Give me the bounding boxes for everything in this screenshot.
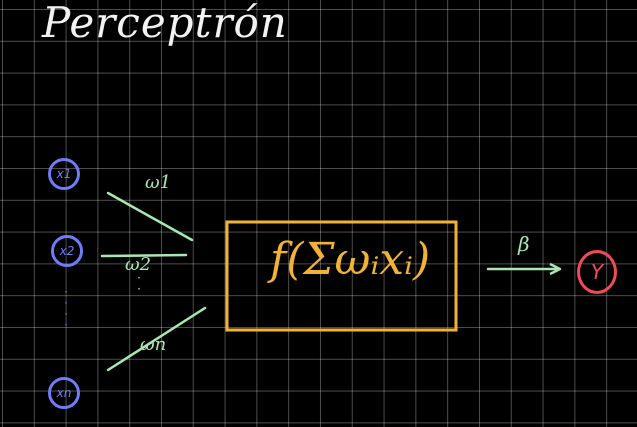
- weight-label-wn: ωn: [140, 334, 167, 355]
- input-ellipsis: ····: [64, 285, 68, 332]
- function-box: [225, 220, 458, 332]
- input-label-x2: x2: [59, 244, 75, 258]
- input-label-x1: x1: [56, 167, 72, 181]
- input-label-xn: xn: [56, 386, 72, 400]
- input-node-x2: x2: [51, 235, 83, 267]
- activation-function-label: f(Σωᵢxᵢ): [270, 234, 431, 285]
- weight-label-w1: ω1: [145, 172, 172, 193]
- output-node-y: Y: [577, 250, 617, 294]
- link-xn: [106, 306, 207, 372]
- output-label-y: Y: [590, 260, 604, 284]
- input-node-x1: x1: [48, 158, 80, 190]
- weight-label-w2: ω2: [125, 254, 152, 275]
- diagram-title: Perceptrón: [42, 0, 288, 47]
- link-x2: [100, 253, 188, 258]
- weight-ellipsis: ··: [137, 271, 141, 296]
- link-x1: [106, 191, 194, 242]
- bias-label: β: [518, 232, 530, 256]
- input-node-xn: xn: [48, 377, 80, 409]
- output-arrowhead: [549, 262, 562, 276]
